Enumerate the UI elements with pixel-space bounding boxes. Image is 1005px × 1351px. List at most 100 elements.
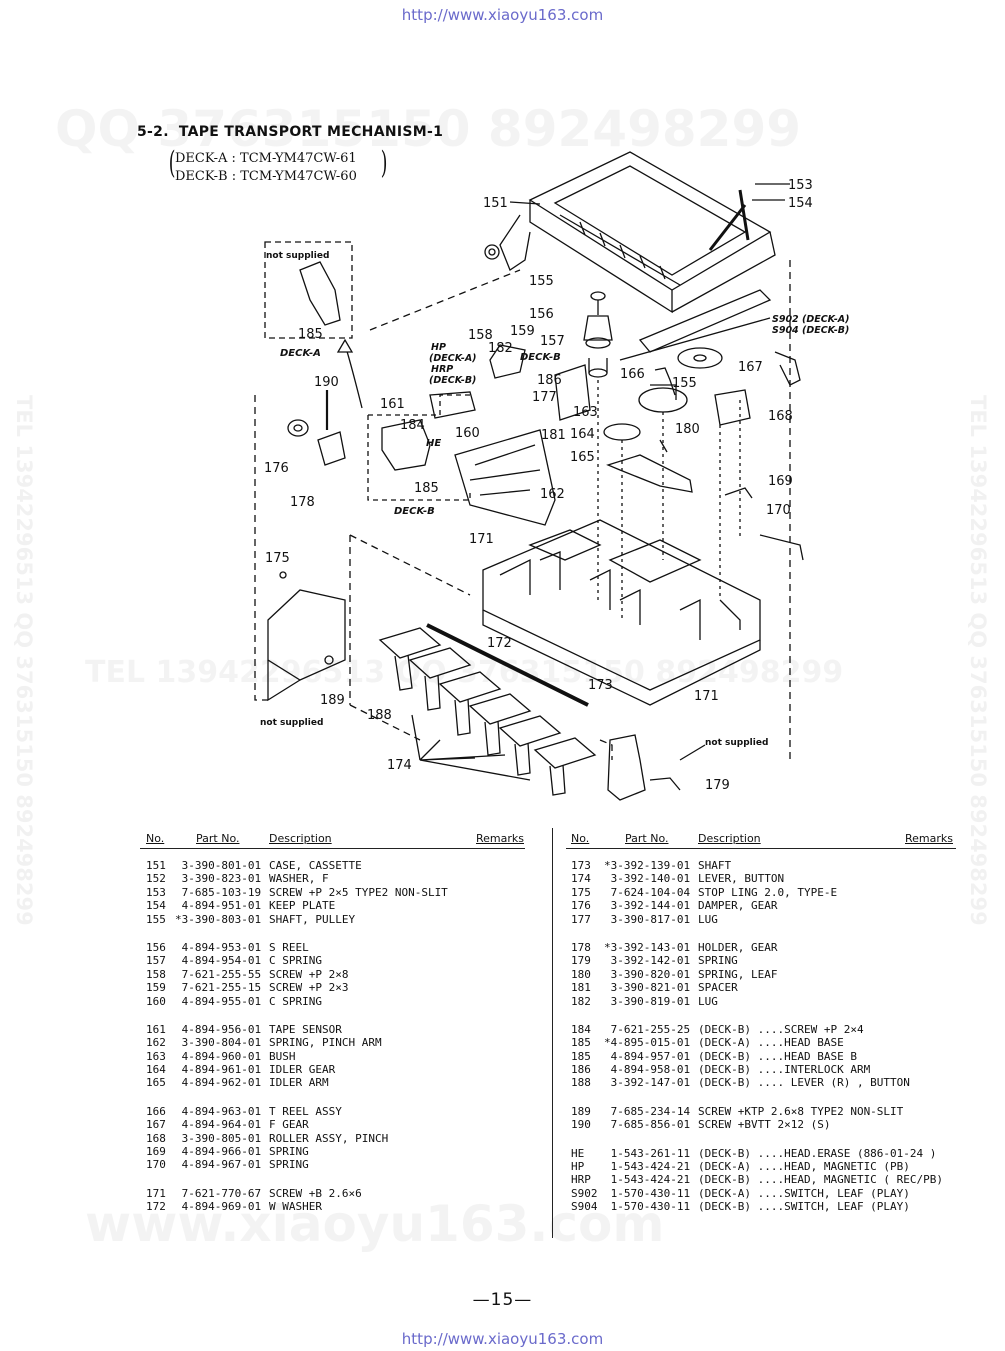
part-ref-number: HP xyxy=(571,1160,585,1174)
header-no: No. xyxy=(571,832,590,845)
part-description: SCREW +P 2×5 TYPE2 NON-SLIT xyxy=(269,885,448,899)
part-description: LUG xyxy=(698,912,718,926)
table-row: 184 7-621-255-25(DECK-B) ....SCREW +P 2×… xyxy=(568,1023,958,1036)
part-ref-number: 178 xyxy=(571,940,591,954)
part-description: HOLDER, GEAR xyxy=(698,940,778,954)
label-176: 176 xyxy=(264,461,289,476)
exploded-view-diagram: 151 153 154 155 155 156 157 158 159 182 … xyxy=(254,151,850,801)
label-156: 156 xyxy=(529,307,554,322)
header-part: Part No. xyxy=(196,832,240,845)
part-ref-number: 154 xyxy=(146,899,166,913)
part-number: 4-894-962-01 xyxy=(175,1076,262,1090)
part-ref-number: 170 xyxy=(146,1158,166,1172)
table-row: HRP 1-543-424-21(DECK-B) ....HEAD, MAGNE… xyxy=(568,1173,958,1186)
label-175: 175 xyxy=(265,551,290,566)
part-description: SPRING, LEAF xyxy=(698,967,778,981)
part-description: SHAFT xyxy=(698,859,732,872)
part-number: 4-894-953-01 xyxy=(175,940,262,954)
part-description: C SPRING xyxy=(269,954,322,968)
part-ref-number: 160 xyxy=(146,994,166,1008)
part-ref-number: 165 xyxy=(146,1076,166,1090)
part-number: 3-390-821-01 xyxy=(604,981,691,995)
group-gap xyxy=(143,1008,525,1023)
label-not-supplied-1: not supplied xyxy=(266,251,329,261)
part-ref-number: 157 xyxy=(146,954,166,968)
label-172: 172 xyxy=(487,636,512,651)
part-ref-number: 156 xyxy=(146,940,166,954)
part-number: 4-894-958-01 xyxy=(604,1063,691,1077)
group-gap xyxy=(568,1132,958,1147)
part-ref-number: 164 xyxy=(146,1063,166,1077)
label-157: 157 xyxy=(540,334,565,349)
part-description: STOP LING 2.0, TYPE-E xyxy=(698,885,838,899)
part-ref-number: 169 xyxy=(146,1145,166,1159)
part-number: 3-390-801-01 xyxy=(175,859,262,872)
part-description: IDLER ARM xyxy=(269,1076,329,1090)
label-178: 178 xyxy=(290,495,315,510)
part-ref-number: 184 xyxy=(571,1022,591,1036)
label-170: 170 xyxy=(766,503,791,518)
parts-table-left: No. Part No. Description Remarks 151 3-3… xyxy=(143,832,525,1214)
part-ref-number: 158 xyxy=(146,967,166,981)
part-description: LUG xyxy=(698,994,718,1008)
table-header-left: No. Part No. Description Remarks xyxy=(143,832,525,850)
part-description: C SPRING xyxy=(269,994,322,1008)
part-description: (DECK-A) ....SWITCH, LEAF (PLAY) xyxy=(698,1186,910,1200)
part-number: 3-390-804-01 xyxy=(175,1036,262,1050)
part-number: *3-390-803-01 xyxy=(175,912,262,926)
part-description: F GEAR xyxy=(269,1118,309,1132)
header-description: Description xyxy=(269,832,332,845)
label-179: 179 xyxy=(705,778,730,793)
part-description: (DECK-B) ....HEAD BASE B xyxy=(698,1049,857,1063)
part-ref-number: 181 xyxy=(571,981,591,995)
label-164: 164 xyxy=(570,427,595,442)
part-ref-number: 151 xyxy=(146,859,166,872)
part-description: (DECK-A) ....HEAD BASE xyxy=(698,1036,844,1050)
header-no: No. xyxy=(146,832,165,845)
part-description: (DECK-A) ....HEAD, MAGNETIC (PB) xyxy=(698,1160,910,1174)
label-190: 190 xyxy=(314,375,339,390)
part-description: SPRING, PINCH ARM xyxy=(269,1036,382,1050)
part-description: W WASHER xyxy=(269,1200,322,1214)
part-description: BUSH xyxy=(269,1049,296,1063)
label-185a: 185 xyxy=(298,327,323,342)
label-154: 154 xyxy=(788,196,813,211)
part-description: SCREW +P 2×8 xyxy=(269,967,349,981)
label-hrp-deck: (DECK-B) xyxy=(429,375,476,386)
top-url[interactable]: http://www.xiaoyu163.com xyxy=(401,6,604,24)
part-number: 1-543-424-21 xyxy=(604,1160,691,1174)
table-row: HE 1-543-261-11(DECK-B) ....HEAD.ERASE (… xyxy=(568,1147,958,1160)
part-number: 1-570-430-11 xyxy=(604,1200,691,1214)
header-part: Part No. xyxy=(625,832,669,845)
part-ref-number: HE xyxy=(571,1146,585,1160)
label-153: 153 xyxy=(788,178,813,193)
part-ref-number: 185 xyxy=(571,1036,591,1050)
bottom-url[interactable]: http://www.xiaoyu163.com xyxy=(401,1330,604,1348)
part-number: 4-894-951-01 xyxy=(175,899,262,913)
group-gap xyxy=(568,1090,958,1105)
part-ref-number: HRP xyxy=(571,1173,591,1187)
label-161: 161 xyxy=(380,397,405,412)
group-gap xyxy=(568,926,958,941)
diagram-labels: 151 153 154 155 155 156 157 158 159 182 … xyxy=(260,178,850,793)
part-description: CASE, CASSETTE xyxy=(269,859,362,872)
part-ref-number: 188 xyxy=(571,1076,591,1090)
label-159: 159 xyxy=(510,324,535,339)
part-ref-number: 159 xyxy=(146,981,166,995)
part-number: 4-894-954-01 xyxy=(175,954,262,968)
label-182: 182 xyxy=(488,341,513,356)
part-number: 3-390-823-01 xyxy=(175,872,262,886)
part-description: SPRING xyxy=(269,1145,309,1159)
part-number: 4-894-964-01 xyxy=(175,1118,262,1132)
